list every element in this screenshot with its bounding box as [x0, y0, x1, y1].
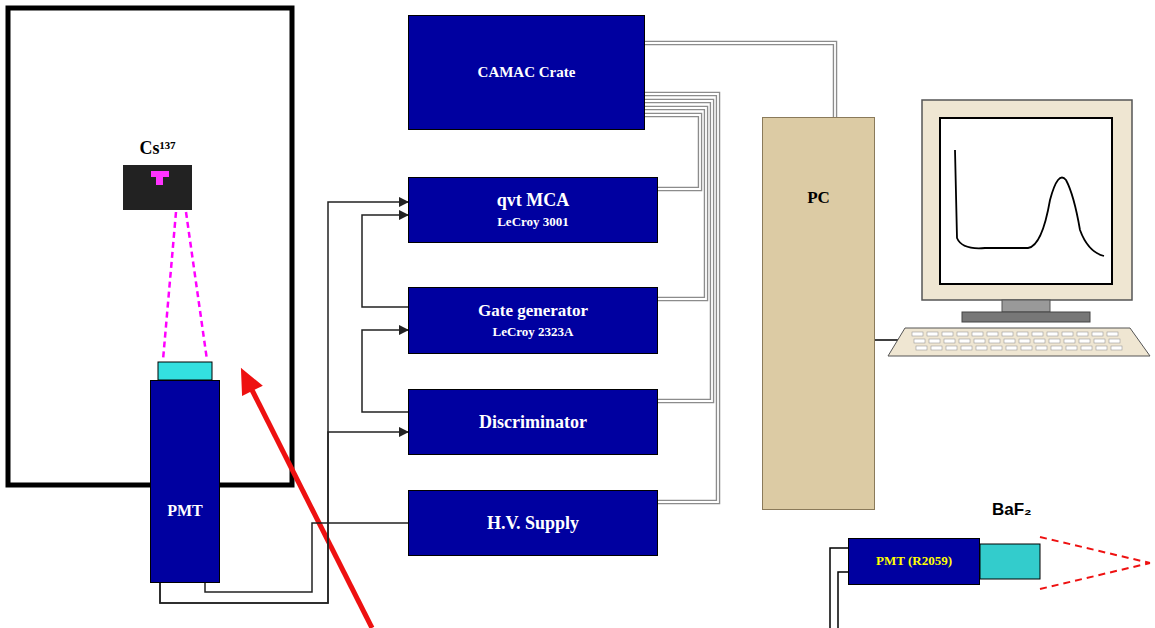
pmt-tube: PMT (R2059)	[848, 538, 980, 585]
cable	[830, 548, 848, 628]
key	[944, 339, 955, 343]
node-label: Gate generator	[478, 301, 588, 321]
hv-supply-module: H.V. Supply	[408, 490, 658, 556]
view-cone	[1040, 563, 1150, 589]
connector-line	[205, 523, 408, 592]
node-label: Cs¹³⁷	[139, 138, 175, 159]
monitor-base	[962, 312, 1090, 322]
key	[1081, 346, 1092, 350]
key	[1092, 332, 1103, 336]
connector-line	[645, 43, 835, 117]
key	[987, 332, 998, 336]
key	[1034, 339, 1045, 343]
connector	[645, 101, 712, 401]
gate-module: Gate generatorLeCroy 2323A	[408, 287, 658, 354]
part-label: BaF₂	[992, 500, 1032, 520]
key	[974, 339, 985, 343]
key	[942, 332, 953, 336]
monitor-neck	[1002, 300, 1050, 312]
keyboard	[888, 328, 1150, 356]
gamma-ray	[186, 212, 207, 360]
key	[1036, 346, 1047, 350]
source-holder	[123, 165, 192, 210]
key	[929, 339, 940, 343]
key	[959, 339, 970, 343]
key	[927, 332, 938, 336]
mca-module: qvt MCA LeCroy 3001	[408, 177, 658, 243]
node-label: PMT	[167, 502, 203, 520]
key	[1079, 339, 1090, 343]
crystal	[158, 362, 212, 380]
keyboard-keys	[912, 332, 1122, 350]
key	[1107, 332, 1118, 336]
connector	[205, 523, 408, 592]
key	[972, 332, 983, 336]
pmt-tube: PMT	[150, 380, 220, 583]
key	[1006, 346, 1017, 350]
key	[1077, 332, 1088, 336]
node-label: qvt MCA	[497, 190, 570, 211]
key	[1109, 339, 1120, 343]
connector-line	[645, 101, 712, 401]
key	[1049, 339, 1060, 343]
baf2-crystal	[980, 544, 1040, 579]
node-label: H.V. Supply	[487, 513, 579, 534]
connector-line	[362, 330, 408, 412]
key	[1047, 332, 1058, 336]
key	[1019, 339, 1030, 343]
key	[1096, 346, 1107, 350]
key	[1094, 339, 1105, 343]
key	[1051, 346, 1062, 350]
key	[989, 339, 1000, 343]
key	[1004, 339, 1015, 343]
gamma-ray	[163, 212, 176, 360]
connector-line	[362, 215, 408, 307]
node-label: Discriminator	[479, 412, 587, 433]
connector	[645, 43, 835, 117]
key	[931, 346, 942, 350]
pointer-arrowhead	[242, 370, 261, 395]
camac-crate: CAMAC Crate	[408, 15, 645, 130]
key	[1017, 332, 1028, 336]
monitor-bezel	[922, 100, 1132, 300]
node-label: PC	[807, 188, 830, 208]
key	[1062, 332, 1073, 336]
pc-box: PC	[762, 117, 875, 510]
key	[1111, 346, 1122, 350]
key	[946, 346, 957, 350]
connector	[362, 215, 408, 307]
key	[991, 346, 1002, 350]
key	[976, 346, 987, 350]
radioactive-source: Cs¹³⁷	[123, 138, 192, 210]
view-cone	[1040, 537, 1150, 563]
key	[914, 339, 925, 343]
key	[1002, 332, 1013, 336]
key	[1064, 339, 1075, 343]
key	[1021, 346, 1032, 350]
source-stem	[156, 177, 163, 185]
connector-inner	[645, 101, 712, 401]
key	[1066, 346, 1077, 350]
cable	[838, 572, 848, 628]
key	[1032, 332, 1043, 336]
key	[957, 332, 968, 336]
key	[916, 346, 927, 350]
node-label: LeCroy 3001	[497, 215, 569, 230]
node-label: CAMAC Crate	[478, 64, 576, 81]
monitor-screen	[940, 118, 1112, 284]
key	[912, 332, 923, 336]
node-label: PMT (R2059)	[876, 554, 952, 569]
node-label: LeCroy 2323A	[492, 325, 573, 340]
discriminator-module: Discriminator	[408, 389, 658, 455]
spectrum-curve	[955, 150, 1104, 256]
connector	[362, 330, 408, 412]
key	[961, 346, 972, 350]
connector-inner	[645, 43, 835, 117]
